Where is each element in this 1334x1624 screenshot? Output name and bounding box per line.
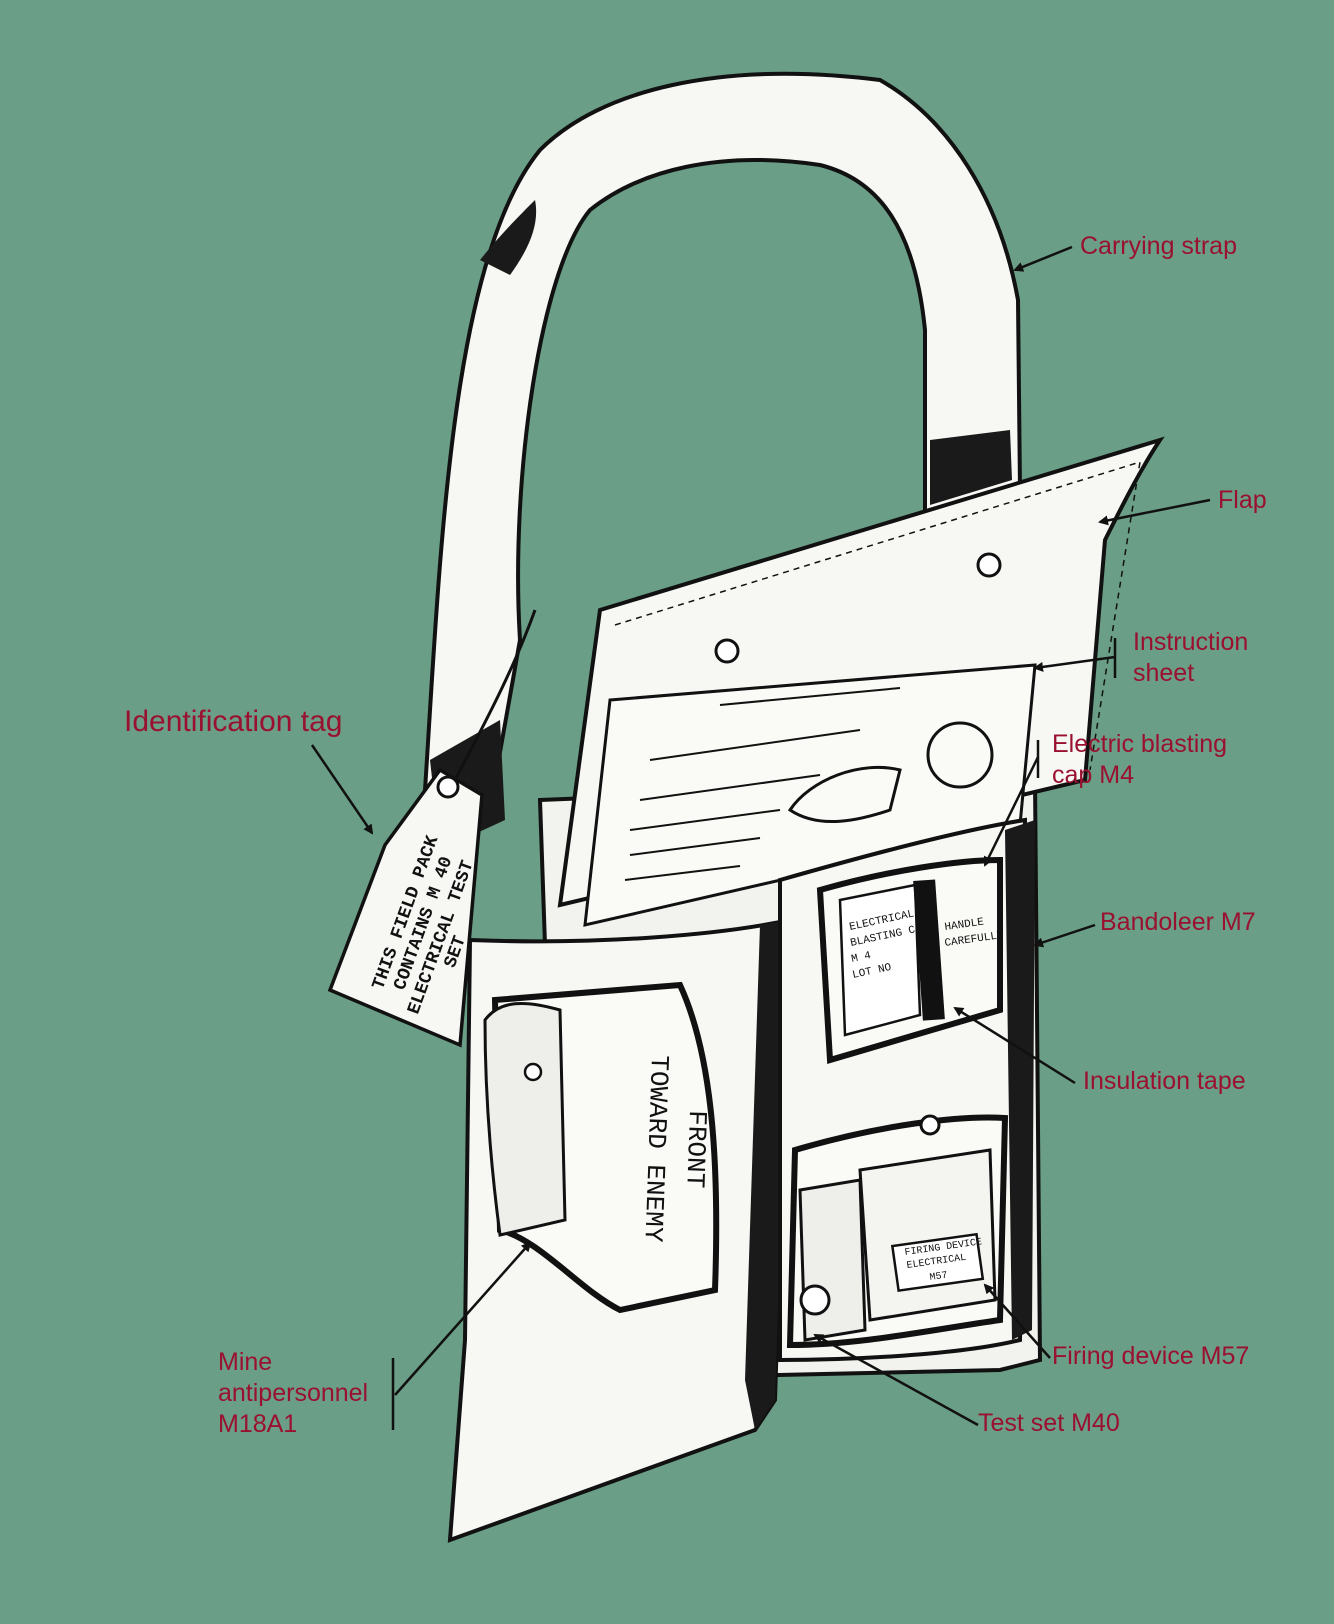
identification-tag: THIS FIELD PACK CONTAINS M 40 ELECTRICAL… [327, 609, 537, 1048]
mine-text: FRONT TOWARD ENEMY [637, 1055, 712, 1244]
flap-snap-right [976, 552, 1002, 578]
arrow-test-set [813, 1333, 979, 1427]
bandoleer-side-shadow [1005, 820, 1035, 1340]
insulation-tape-band [913, 879, 945, 1021]
arrow-bandoleer [1033, 923, 1096, 948]
strap-shadow-right [930, 430, 1012, 505]
label-test-set: Test set M40 [978, 1409, 1120, 1437]
mine-clip [523, 1062, 543, 1082]
label-electric-blasting-cap: Electric blasting cap M4 [1052, 730, 1228, 789]
instruction-diagram-hand [787, 765, 902, 823]
label-carrying-strap: Carrying strap [1080, 232, 1237, 260]
arrow-firing-device [983, 1283, 1051, 1359]
mine-text-line-2: TOWARD ENEMY [637, 1055, 674, 1244]
arrow-instruction-sheet [1033, 655, 1116, 672]
leader-lines [310, 245, 1211, 1430]
cap-label [838, 883, 922, 1037]
test-set-body [798, 1178, 867, 1342]
tag-body [327, 767, 484, 1048]
carrying-strap [422, 71, 1023, 793]
test-set-knob [799, 1284, 831, 1316]
arrow-electric-blasting-cap [983, 756, 1040, 867]
firing-device-line-3: M57 [929, 1271, 948, 1284]
cap-label-line-3: M 4 [850, 950, 872, 966]
tag-cord [448, 609, 537, 791]
instruction-sheet-lines [624, 687, 901, 881]
arrow-carrying-strap [1013, 245, 1073, 272]
label-bandoleer: Bandoleer M7 [1100, 908, 1256, 936]
label-instruction-sheet: Instruction sheet [1133, 628, 1249, 687]
label-flap: Flap [1218, 486, 1267, 514]
mine-text-line-1: FRONT [679, 1110, 712, 1189]
strap-shadow-upper [480, 200, 537, 275]
arrow-mine [394, 1241, 532, 1396]
label-mine: Mine antipersonnel M18A1 [218, 1348, 369, 1438]
warning-line-1: HANDLE [944, 917, 985, 934]
firing-device-plate [890, 1232, 985, 1293]
label-firing-device: Firing device M57 [1052, 1342, 1250, 1370]
firing-pocket-snap [919, 1114, 941, 1136]
label-insulation-tape: Insulation tape [1083, 1067, 1246, 1095]
arrow-flap [1098, 498, 1211, 526]
arrow-insulation-tape [953, 1006, 1076, 1085]
flap-snap-left [714, 638, 740, 664]
tag-eyelet [436, 775, 460, 799]
instruction-diagram-circle [926, 721, 994, 789]
arrow-identification-tag [310, 744, 374, 835]
mine-body [483, 1001, 567, 1237]
label-identification-tag: Identification tag [124, 705, 343, 738]
